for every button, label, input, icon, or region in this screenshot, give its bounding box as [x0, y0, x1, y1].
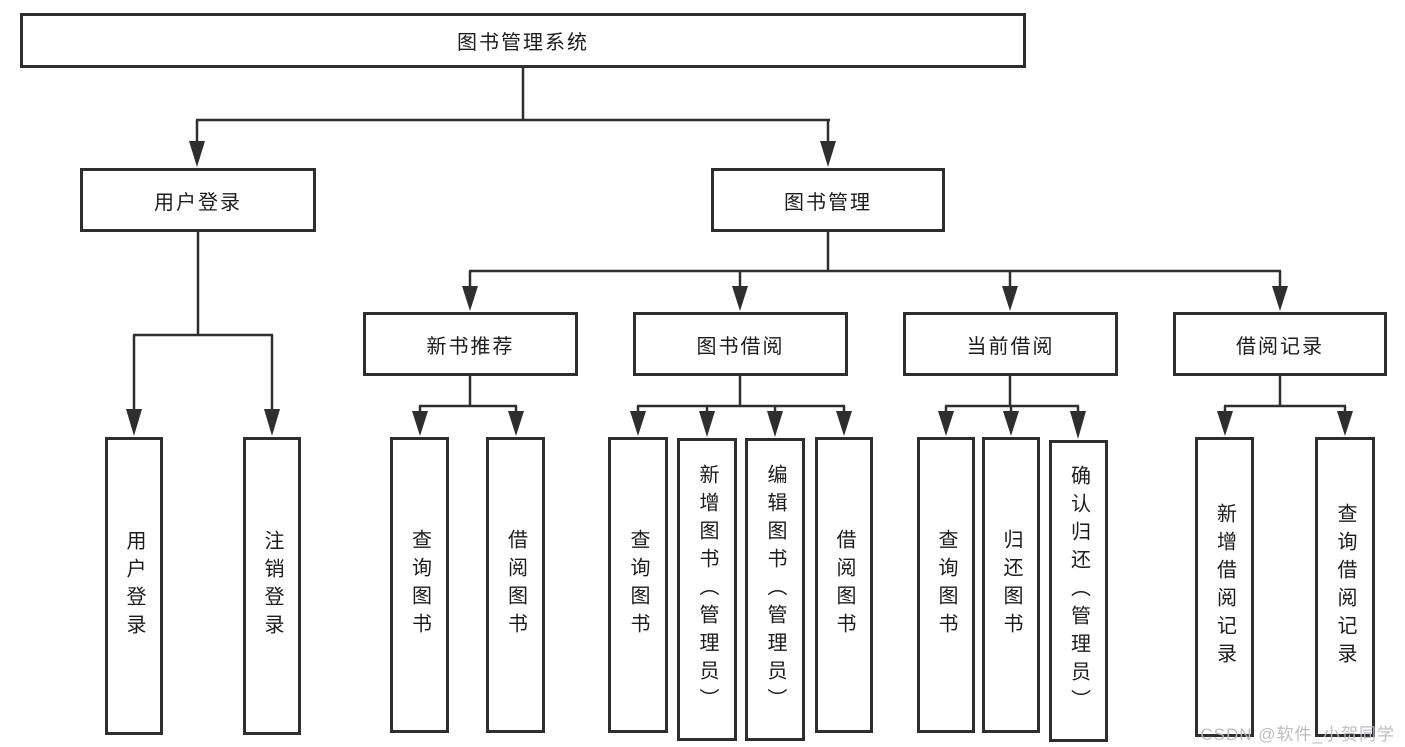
leaf-edit-books-admin: 编辑图书（管理员）	[745, 438, 805, 741]
leaf-logout-login: 注销登录	[243, 437, 301, 735]
leaf-add-books-admin: 新增图书（管理员）	[677, 438, 737, 741]
node-user-login: 用户登录	[80, 168, 316, 232]
leaf-return-books: 归还图书	[982, 437, 1040, 733]
connector-book-management-to-level3	[462, 232, 1288, 311]
leaf-query-borrow-record: 查询借阅记录	[1315, 437, 1375, 737]
node-book-borrow: 图书借阅	[633, 312, 848, 376]
connector-current-borrow-to-leaves	[938, 376, 1086, 439]
connector-user-login-to-leaves	[126, 232, 280, 436]
csdn-watermark: CSDN @软件_小贺同学	[1200, 725, 1395, 744]
leaf-current-query-books: 查询图书	[917, 437, 975, 733]
node-new-book-recommend: 新书推荐	[363, 312, 578, 376]
connector-new-book-recommend-to-leaves	[412, 376, 524, 436]
leaf-recommend-borrow-books: 借阅图书	[486, 437, 545, 733]
leaf-confirm-return-admin: 确认归还（管理员）	[1049, 440, 1108, 742]
connector-book-borrow-to-leaves	[630, 376, 852, 437]
leaf-user-login: 用户登录	[105, 437, 163, 735]
leaf-add-borrow-record: 新增借阅记录	[1195, 437, 1254, 737]
leaf-borrow-query-books: 查询图书	[608, 437, 668, 733]
node-borrow-records: 借阅记录	[1173, 312, 1387, 376]
node-current-borrow: 当前借阅	[903, 312, 1118, 376]
node-book-management: 图书管理	[711, 168, 945, 232]
connector-borrow-records-to-leaves	[1217, 376, 1353, 436]
connector-root-to-level2	[189, 68, 836, 167]
leaf-borrow-borrow-books: 借阅图书	[815, 437, 873, 733]
node-root: 图书管理系统	[20, 13, 1026, 68]
leaf-recommend-query-books: 查询图书	[390, 437, 449, 733]
